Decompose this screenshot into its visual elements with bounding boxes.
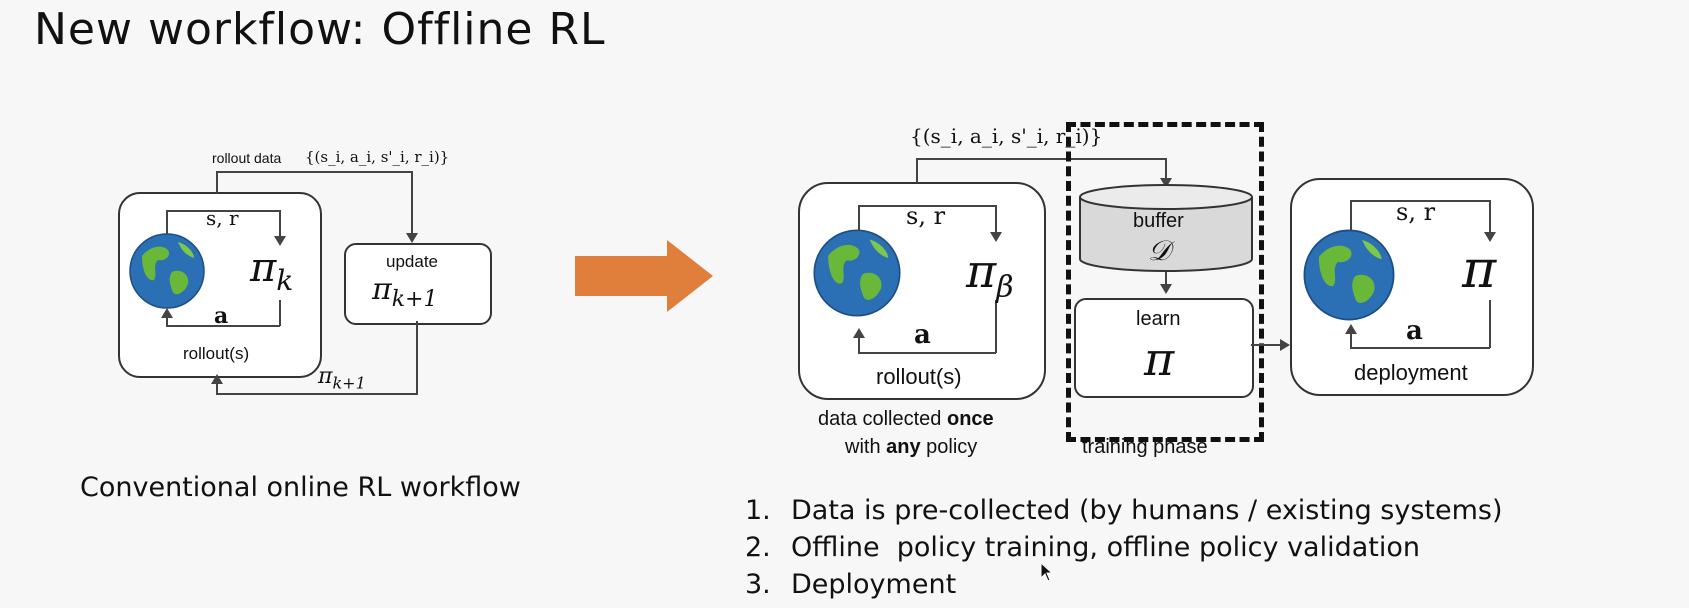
slide-title: New workflow: Offline RL: [34, 4, 606, 55]
deploy-action: a: [1406, 316, 1423, 346]
list-item: 1.Data is pre-collected (by humans / exi…: [745, 495, 1503, 526]
list-item: 3.Deployment: [745, 569, 957, 600]
mouse-cursor-icon: [1040, 562, 1054, 582]
behavior-policy: πβ: [966, 244, 1014, 306]
learn-box: [1074, 298, 1254, 398]
left-action: a: [214, 303, 229, 329]
arrow-down-icon: [1484, 232, 1496, 242]
arrow-up-icon: [161, 308, 173, 318]
rollout-data-label: rollout data: [212, 150, 282, 166]
deployment-globe-icon: [1303, 229, 1395, 321]
deploy-policy: π: [1462, 240, 1497, 300]
training-phase-label: training phase: [1082, 436, 1208, 458]
collected-note-line2: with any policy: [845, 436, 978, 458]
update-policy: πk+1: [372, 272, 438, 312]
deploy-state-reward: s, r: [1396, 198, 1436, 226]
arrow-down-icon: [1160, 284, 1172, 294]
left-state-reward: s, r: [206, 206, 239, 230]
arrow-down-icon: [406, 233, 418, 243]
right-state-reward: s, r: [906, 202, 946, 230]
right-action: a: [914, 320, 931, 350]
learn-label: learn: [1136, 308, 1181, 330]
left-rollout-data-set: {(s_i, a_i, s'_i, r_i)}: [305, 148, 450, 166]
list-item: 2.Offline policy training, offline polic…: [745, 532, 1421, 563]
update-box: [344, 243, 492, 325]
arrow-down-icon: [990, 232, 1002, 242]
left-rollout-label: rollout(s): [183, 344, 250, 363]
learn-policy: π: [1144, 332, 1175, 386]
feedback-policy: πk+1: [318, 364, 366, 393]
buffer-cylinder-icon: [1079, 184, 1253, 272]
left-caption: Conventional online RL workflow: [80, 472, 521, 503]
transition-arrow-icon: [575, 240, 713, 312]
right-globe-icon: [813, 229, 901, 317]
arrow-down-icon: [1160, 178, 1172, 188]
left-policy: πk: [250, 245, 294, 297]
steps-list: 1.Data is pre-collected (by humans / exi…: [745, 492, 1503, 603]
arrow-right-icon: [1280, 339, 1290, 351]
right-rollout-label: rollout(s): [876, 364, 962, 389]
update-label: update: [386, 252, 438, 271]
deployment-label: deployment: [1354, 360, 1468, 385]
arrow-up-icon: [211, 374, 223, 384]
arrow-down-icon: [274, 236, 286, 246]
arrow-up-icon: [853, 328, 865, 338]
training-phase-box: [1066, 122, 1264, 442]
buffer-label: buffer: [1133, 210, 1184, 232]
left-globe-icon: [129, 233, 205, 309]
arrow-up-icon: [1345, 324, 1357, 334]
buffer-symbol: 𝒟: [1148, 234, 1171, 267]
collected-note-line1: data collected once: [818, 408, 994, 430]
